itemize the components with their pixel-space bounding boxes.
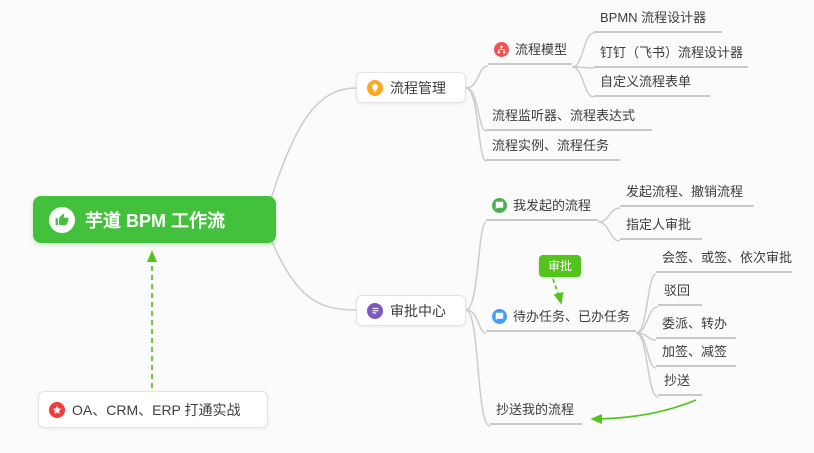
node-listener-expression[interactable]: 流程监听器、流程表达式 <box>486 108 652 131</box>
node-custom-form[interactable]: 自定义流程表单 <box>594 74 710 97</box>
node-label: 指定人审批 <box>626 217 692 232</box>
node-oa-crm-erp[interactable]: OA、CRM、ERP 打通实战 <box>38 391 268 428</box>
node-instance-task[interactable]: 流程实例、流程任务 <box>486 138 620 161</box>
node-label: 会签、或签、依次审批 <box>662 250 793 265</box>
node-cc[interactable]: 抄送 <box>658 373 702 396</box>
node-label: 驳回 <box>664 283 691 298</box>
thumbs-up-icon <box>49 206 75 233</box>
root-node[interactable]: 芋道 BPM 工作流 <box>33 196 276 243</box>
node-label: 流程管理 <box>390 79 446 96</box>
node-label: 委派、转办 <box>662 316 728 331</box>
node-label: 加签、减签 <box>662 344 728 359</box>
badge-approve[interactable]: 审批 <box>539 255 582 277</box>
node-assigned-approval[interactable]: 指定人审批 <box>620 217 702 240</box>
node-label: 流程监听器、流程表达式 <box>492 108 636 123</box>
chat-icon <box>492 309 507 324</box>
node-label: 钉钉（飞书）流程设计器 <box>600 45 744 60</box>
node-dingtalk-designer[interactable]: 钉钉（飞书）流程设计器 <box>594 45 748 68</box>
node-process-management[interactable]: 流程管理 <box>356 72 466 103</box>
node-initiate-cancel[interactable]: 发起流程、撤销流程 <box>620 184 754 207</box>
chat-icon <box>492 198 507 213</box>
node-label: 自定义流程表单 <box>600 74 692 89</box>
node-label: BPMN 流程设计器 <box>600 10 707 25</box>
node-reject[interactable]: 驳回 <box>658 283 702 306</box>
root-label: 芋道 BPM 工作流 <box>85 210 226 231</box>
lightbulb-icon <box>367 79 383 96</box>
node-label: 审批中心 <box>390 302 446 319</box>
sitemap-icon <box>494 42 509 57</box>
node-label: 抄送 <box>664 373 691 388</box>
node-countersign[interactable]: 会签、或签、依次审批 <box>656 250 792 273</box>
node-delegate-transfer[interactable]: 委派、转办 <box>656 316 736 339</box>
node-label: 流程模型 <box>515 42 568 57</box>
node-cc-my-flow[interactable]: 抄送我的流程 <box>490 402 582 425</box>
badge-label: 审批 <box>548 259 573 273</box>
node-my-initiated[interactable]: 我发起的流程 <box>486 198 598 221</box>
node-label: 待办任务、已办任务 <box>513 309 631 324</box>
node-label: 流程实例、流程任务 <box>492 138 610 153</box>
branch-lines <box>269 32 659 427</box>
node-label: OA、CRM、ERP 打通实战 <box>72 401 241 418</box>
node-add-remove-sign[interactable]: 加签、减签 <box>656 344 736 367</box>
green-arrows <box>146 250 697 425</box>
node-label: 我发起的流程 <box>513 198 592 213</box>
node-label: 发起流程、撤销流程 <box>626 184 744 199</box>
list-icon <box>367 302 383 319</box>
node-bpmn-designer[interactable]: BPMN 流程设计器 <box>594 10 722 33</box>
node-process-model[interactable]: 流程模型 <box>488 42 572 65</box>
node-label: 抄送我的流程 <box>496 402 575 417</box>
node-todo-done[interactable]: 待办任务、已办任务 <box>486 309 636 332</box>
star-icon <box>49 401 65 418</box>
node-approval-center[interactable]: 审批中心 <box>356 295 466 326</box>
